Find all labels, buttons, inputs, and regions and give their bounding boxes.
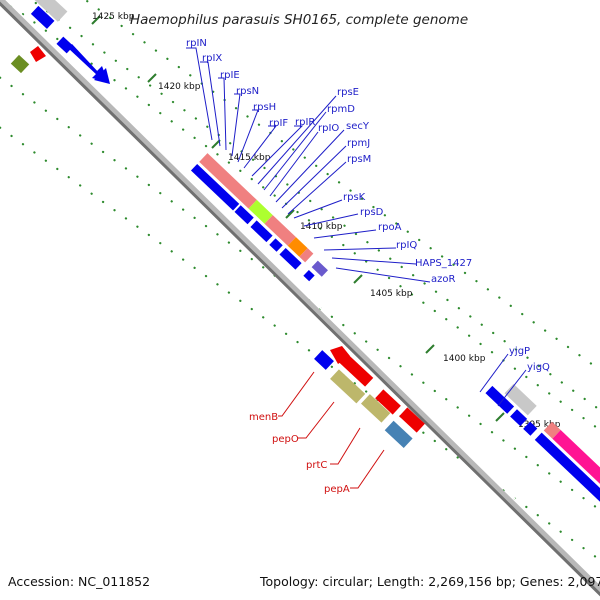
feature-cluster-bottom[interactable]	[485, 374, 600, 524]
gene-label: rpoA	[378, 222, 402, 233]
tick-label: 1420 kbp	[158, 82, 201, 92]
gene-label: rpsD	[360, 207, 384, 218]
gene-feature[interactable]	[552, 430, 600, 487]
gene-feature[interactable]	[30, 46, 46, 62]
gene-label: rpIO	[318, 123, 339, 134]
gene-label: rpIF	[269, 118, 288, 129]
gene-feature[interactable]	[190, 163, 240, 211]
gene-label: prtC	[306, 460, 327, 471]
tick-label: 1400 kbp	[443, 354, 486, 364]
tick-marks	[91, 15, 505, 422]
gene-feature[interactable]	[199, 153, 257, 209]
gene-feature[interactable]	[375, 389, 401, 415]
gene-labels-blue: rpIN rpIX rpIE rpsN rpsH rpIF rpIR rpsE …	[186, 38, 550, 373]
gene-feature[interactable]	[234, 205, 254, 225]
gene-label: rpsM	[347, 154, 371, 165]
gene-label: secY	[346, 121, 370, 132]
gene-feature[interactable]	[485, 385, 515, 414]
gene-feature[interactable]	[384, 420, 413, 448]
gene-label: rpsE	[337, 87, 359, 98]
gene-label: rpmD	[327, 104, 355, 115]
gene-feature[interactable]	[523, 421, 538, 436]
gene-feature[interactable]	[299, 248, 314, 263]
gene-feature[interactable]	[330, 369, 366, 404]
tick-label: 1425 kbp	[92, 12, 135, 22]
gene-feature[interactable]	[250, 220, 273, 243]
gene-feature[interactable]	[269, 238, 283, 252]
genome-summary: Topology: circular; Length: 2,269,156 bp…	[259, 574, 600, 589]
gene-feature[interactable]	[10, 54, 30, 74]
gene-label: yjgP	[509, 346, 530, 357]
gene-feature[interactable]	[543, 421, 561, 439]
tick-labels: 1425 kbp 1420 kbp 1415 kbp 1410 kbp 1405…	[92, 12, 561, 430]
tick-label: 1405 kbp	[370, 289, 413, 299]
gene-feature[interactable]	[399, 407, 425, 433]
gene-feature[interactable]	[311, 260, 328, 277]
gene-label: rpIX	[202, 53, 222, 64]
gene-feature[interactable]	[510, 409, 528, 427]
gene-feature[interactable]	[330, 346, 350, 364]
tick-label: 1395 kbp	[518, 420, 561, 430]
operon-ribosomal[interactable]	[190, 153, 329, 286]
tick-label: 1415 kbp	[228, 153, 271, 163]
gene-label: pepA	[324, 484, 350, 495]
gene-label: azoR	[431, 274, 455, 285]
gene-label: rpIN	[186, 38, 207, 49]
gene-label: HAPS_1427	[415, 258, 472, 269]
gene-label: rpIR	[295, 117, 315, 128]
accession-label: Accession: NC_011852	[8, 574, 150, 589]
feature-cluster-top[interactable]	[10, 0, 110, 84]
gene-feature[interactable]	[248, 199, 273, 224]
gene-label: rpsK	[343, 192, 366, 203]
gene-feature[interactable]	[360, 394, 391, 423]
map-title: Haemophilus parasuis SH0165, complete ge…	[130, 12, 468, 28]
gene-leader-lines-red	[278, 371, 385, 489]
gene-feature[interactable]	[338, 353, 374, 387]
gene-feature[interactable]	[56, 36, 74, 54]
gene-label: rpmJ	[347, 138, 370, 149]
gene-label: rpsH	[253, 102, 276, 113]
gene-feature[interactable]	[287, 237, 308, 257]
gene-feature[interactable]	[314, 350, 334, 370]
gene-labels-red: menB pepO prtC pepA	[249, 412, 350, 495]
gene-feature[interactable]	[504, 383, 537, 416]
gene-feature[interactable]	[303, 269, 315, 282]
gene-label: rpIE	[220, 70, 240, 81]
gene-feature[interactable]	[68, 44, 110, 84]
gene-feature[interactable]	[30, 5, 55, 29]
tick-label: 1410 kbp	[300, 222, 343, 232]
gene-feature[interactable]	[28, 0, 68, 22]
gene-leader-lines-blue	[186, 47, 527, 407]
gene-label: yigQ	[527, 362, 550, 373]
gene-feature[interactable]	[264, 215, 296, 246]
gene-label: pepO	[272, 434, 299, 445]
gene-feature[interactable]	[279, 247, 302, 270]
gene-label: rpIQ	[396, 240, 417, 251]
gene-label: rpsN	[236, 86, 259, 97]
gene-label: menB	[249, 412, 278, 423]
feature-cluster-mid[interactable]	[314, 346, 425, 448]
